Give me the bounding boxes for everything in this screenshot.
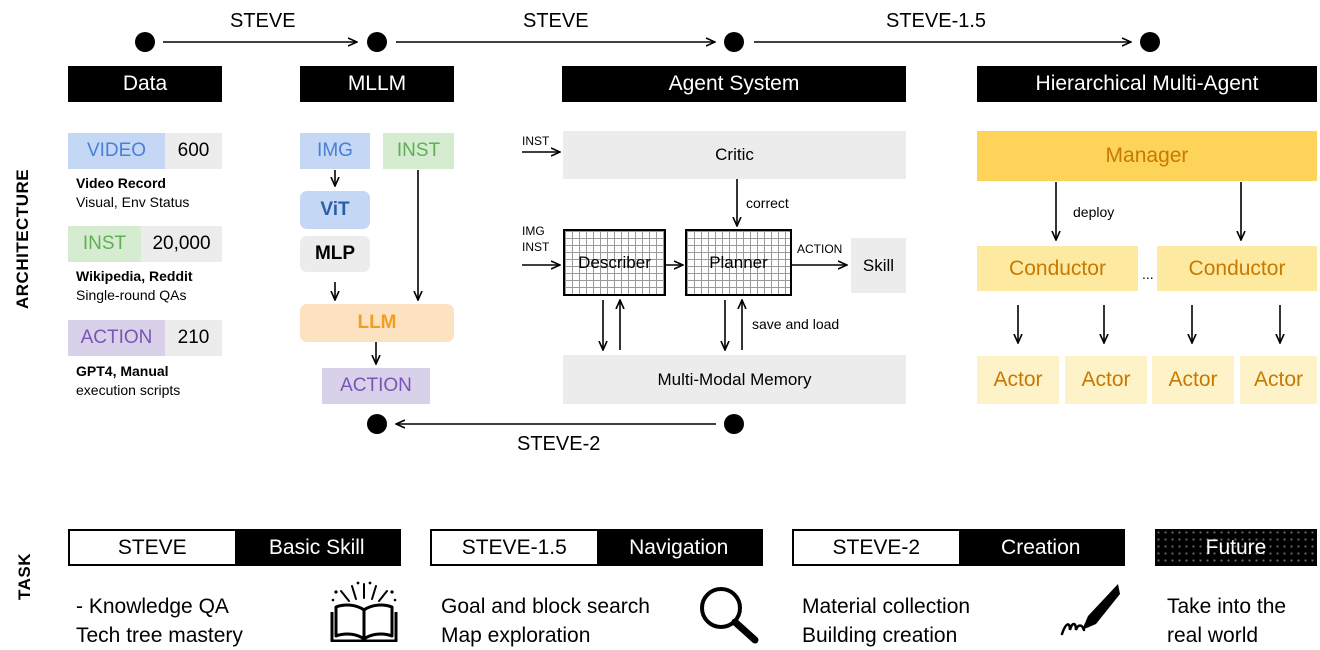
- manager-block: Manager: [977, 131, 1317, 181]
- inst-desc: Single-round QAs: [76, 287, 187, 303]
- conductor-block: Conductor: [977, 246, 1138, 291]
- task-name: STEVE-2: [794, 531, 959, 564]
- task-desc-line: - Knowledge QA: [76, 595, 229, 618]
- task-desc-steve: - Knowledge QA Tech tree mastery: [76, 592, 243, 650]
- timeline-node: [367, 32, 387, 52]
- inst-tag: INST: [68, 226, 141, 262]
- llm-block: LLM: [300, 304, 454, 342]
- video-desc: Visual, Env Status: [76, 194, 190, 210]
- task-desc-steve-1-5: Goal and block search Map exploration: [441, 592, 650, 650]
- task-desc-steve-2: Material collection Building creation: [802, 592, 970, 650]
- mlp-block: MLP: [300, 236, 370, 272]
- task-name: STEVE: [70, 531, 235, 564]
- mllm-img-input: IMG: [300, 133, 370, 169]
- conductor-block: Conductor: [1157, 246, 1317, 291]
- task-steve-2: STEVE-2 Creation: [792, 529, 1125, 566]
- save-load-label: save and load: [752, 316, 840, 332]
- timeline-node: [367, 414, 387, 434]
- describer-img-input: IMG: [522, 224, 545, 238]
- task-steve-1-5: STEVE-1.5 Navigation: [430, 529, 763, 566]
- timeline-label-steve-2: STEVE-2: [517, 433, 601, 455]
- inst-source: Wikipedia, Reddit: [76, 268, 193, 284]
- action-count: 210: [165, 320, 222, 356]
- book-icon: [330, 581, 398, 642]
- task-desc-line: Tech tree mastery: [76, 624, 243, 647]
- timeline-node: [135, 32, 155, 52]
- action-desc: execution scripts: [76, 382, 181, 398]
- magnifier-icon: [700, 587, 759, 644]
- task-skill: Creation: [958, 531, 1123, 564]
- timeline-node: [724, 414, 744, 434]
- planner-action-label: ACTION: [797, 242, 843, 256]
- critic-block: Critic: [563, 131, 906, 179]
- task-future: Future: [1155, 529, 1317, 566]
- video-source: Video Record: [76, 175, 166, 191]
- conductor-ellipsis: ...: [1142, 266, 1154, 282]
- task-skill: Navigation: [596, 531, 761, 564]
- video-tag: VIDEO: [68, 133, 165, 169]
- inst-count: 20,000: [141, 226, 222, 262]
- action-source: GPT4, Manual: [76, 363, 169, 379]
- deploy-label: deploy: [1073, 204, 1115, 220]
- task-desc-future: Take into the real world: [1167, 592, 1286, 650]
- task-desc-line: Map exploration: [441, 624, 591, 647]
- task-desc-line: Material collection: [802, 595, 971, 618]
- task-desc-line: Take into the: [1167, 595, 1287, 618]
- timeline-node: [724, 32, 744, 52]
- mllm-action-output: ACTION: [322, 368, 430, 404]
- timeline-label-steve: STEVE: [230, 10, 296, 32]
- describer-block: Describer: [563, 229, 666, 296]
- actor-block: Actor: [1240, 356, 1317, 404]
- critic-inst-input: INST: [522, 134, 550, 148]
- header-mllm: MLLM: [300, 66, 454, 102]
- vit-block: ViT: [300, 191, 370, 229]
- correct-label: correct: [746, 195, 789, 211]
- architecture-label: ARCHITECTURE: [13, 168, 32, 309]
- skill-block: Skill: [851, 238, 906, 293]
- planner-block: Planner: [685, 229, 792, 296]
- header-agent-system: Agent System: [562, 66, 906, 102]
- task-desc-line: real world: [1167, 624, 1259, 647]
- task-skill: Basic Skill: [234, 531, 399, 564]
- task-desc-line: Building creation: [802, 624, 958, 647]
- pen-icon: [1060, 584, 1120, 636]
- actor-block: Actor: [1152, 356, 1234, 404]
- task-desc-line: Goal and block search: [441, 595, 650, 618]
- timeline-node: [1140, 32, 1160, 52]
- actor-block: Actor: [977, 356, 1059, 404]
- describer-inst-input: INST: [522, 240, 550, 254]
- mllm-inst-input: INST: [383, 133, 454, 169]
- task-name: STEVE-1.5: [432, 531, 597, 564]
- timeline-label-steve-1-5: STEVE-1.5: [886, 10, 987, 32]
- action-tag: ACTION: [68, 320, 165, 356]
- task-steve: STEVE Basic Skill: [68, 529, 401, 566]
- header-multi-agent: Hierarchical Multi-Agent: [977, 66, 1317, 102]
- actor-block: Actor: [1065, 356, 1147, 404]
- header-data: Data: [68, 66, 222, 102]
- video-count: 600: [165, 133, 222, 169]
- memory-block: Multi-Modal Memory: [563, 355, 906, 404]
- timeline-label-steve-2nd: STEVE: [523, 10, 589, 32]
- task-label: TASK: [15, 552, 34, 600]
